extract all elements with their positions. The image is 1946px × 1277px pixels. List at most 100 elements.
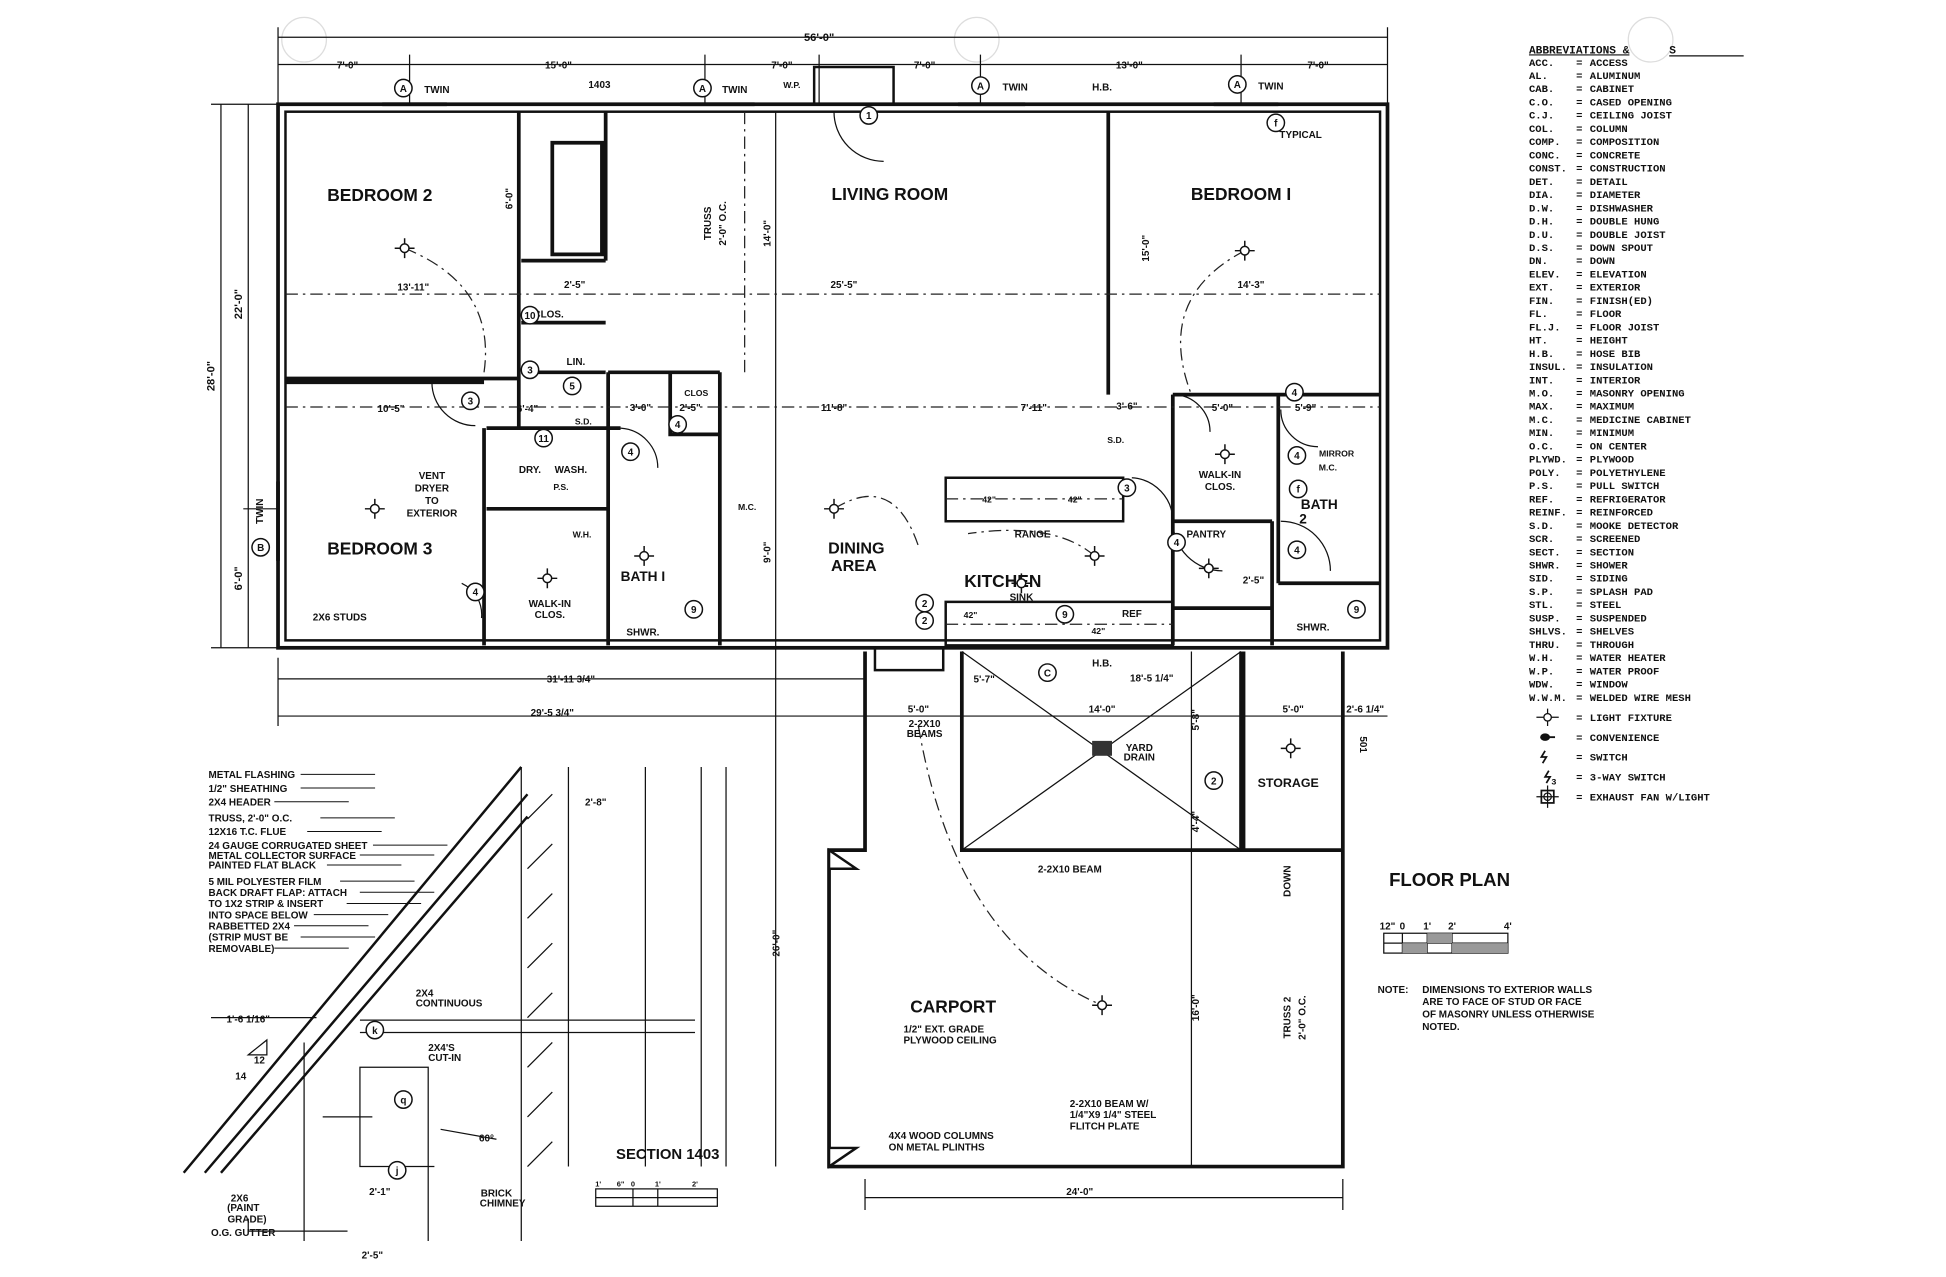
legend-item: DIA.=DIAMETER [1529,190,1641,202]
equals-sign: = [1576,402,1582,414]
equals-sign: = [1576,640,1582,652]
tag-label: 2 [1211,776,1217,787]
callout-tag: 3 [520,360,540,380]
equals-sign: = [1576,349,1582,361]
abbreviation: MAX. [1529,402,1554,414]
legend-item: HT.=HEIGHT [1529,336,1628,348]
equals-sign: = [1576,574,1582,586]
section-note: 2X4 [416,989,434,1000]
dimension: 13'-11" [397,282,429,293]
abbreviation: SHLVS. [1529,627,1567,639]
carport-outline [827,651,1345,1169]
light-fixture-icon [394,238,415,259]
abbreviation: DIA. [1529,190,1554,202]
equals-sign: = [1576,508,1582,520]
beams-label: BEAMS [907,729,943,740]
light-fixture-icon [537,568,558,589]
dimension: 16'-0" [1191,994,1202,1021]
room-label-bath-1: BATH I [621,569,665,584]
door-swings [404,111,1332,1006]
legend-item: D.W.=DISHWASHER [1529,203,1654,215]
dimension: 5'-7" [973,675,995,686]
scale-bar [1383,932,1509,954]
equals-sign: = [1576,111,1582,123]
legend-item: FL.=FLOOR [1529,309,1622,321]
vent-note: DRYER [415,483,449,494]
dimension: 56'-0" [804,32,834,44]
room-label-living-room: LIVING ROOM [832,184,949,204]
legend-item: M.O.=MASONRY OPENING [1529,389,1685,401]
equals-sign: = [1576,653,1582,665]
yard-drain-label: YARD [1126,743,1153,754]
medicine-cabinet-label: M.C. [738,502,756,512]
light-fixture-icon [1011,573,1032,594]
dimension: 1'-6 1/16" [227,1015,271,1026]
gutter-note: 2X6 [231,1193,249,1204]
callout-tag: A [393,78,413,98]
legend-item: S.D.=MOOKE DETECTOR [1529,521,1679,533]
abbreviation-meaning: PLYWOOD [1590,455,1634,467]
floor-plan-title: FLOOR PLAN [1389,869,1510,890]
scale-tick: 0 [631,1179,635,1188]
dimension: 5'-9" [1295,403,1317,414]
note-text: NOTED. [1422,1022,1460,1033]
section-note: METAL FLASHING [209,770,296,781]
counter-height: 42" [982,495,996,505]
callout-tag: B [251,537,271,557]
switch-icon [1539,750,1548,764]
abbreviation: C.J. [1529,111,1554,123]
dimension: 2'-1" [369,1187,391,1198]
section-reference: 1403 [588,80,611,91]
section-note: 2X4'S [428,1043,455,1054]
note-label: NOTE: [1378,985,1409,996]
scale-tick: 2' [1448,922,1456,933]
equals-sign: = [1576,375,1582,387]
abbreviation-meaning: WATER PROOF [1590,666,1660,678]
abbreviation-meaning: ELEVATION [1590,269,1647,281]
abbreviation-meaning: FINISH(ED) [1590,296,1653,308]
angle-label: 60° [479,1134,494,1145]
tag-label: C [1044,668,1051,679]
abbreviation: COMP. [1529,137,1561,149]
section-note: 12X16 T.C. FLUE [209,827,287,838]
counter-height: 42" [1091,626,1105,636]
legend-item: SHLVS.=SHELVES [1529,627,1634,639]
symbol-label: CONVENIENCE [1590,733,1660,745]
scale-tick: 12" [1380,922,1396,933]
tag-label: f [1274,119,1278,130]
abbreviation: INT. [1529,375,1554,387]
abbreviation: D.H. [1529,217,1554,229]
room-label-pantry: PANTRY [1186,529,1226,540]
equals-sign: = [1576,680,1582,692]
dimension: 28'-0" [206,361,218,391]
typical-label: TYPICAL [1279,130,1321,141]
abbreviation-meaning: HEIGHT [1590,336,1628,348]
abbreviation: D.S. [1529,243,1554,255]
symbol-label: SWITCH [1590,753,1628,765]
dimension: 14'-3" [1238,280,1265,291]
studs-label: 2X6 STUDS [313,613,367,624]
callout-tag: f [1288,479,1308,499]
reference-label: 501 [1357,736,1368,753]
abbreviation: M.C. [1529,415,1554,427]
window-twin-label: TWIN [1258,81,1283,92]
section-note: BACK DRAFT FLAP: ATTACH [209,888,347,899]
abbreviation-meaning: ALUMINUM [1590,71,1641,83]
truss-label: 2'-0" O.C. [1298,995,1309,1040]
legend-item: ELEV.=ELEVATION [1529,269,1647,281]
abbreviation-meaning: DETAIL [1590,177,1628,189]
dimension: 5'-0" [1212,403,1234,414]
legend-item: ACC.=ACCESS [1529,58,1628,70]
abbreviation-meaning: INSULATION [1590,362,1653,374]
callout-tag: A [693,78,712,98]
abbreviation-meaning: DOUBLE JOIST [1590,230,1666,242]
abbreviation-meaning: FLOOR [1590,309,1622,321]
callout-tag: f [1266,113,1286,133]
callout-tag: 2 [1204,771,1224,791]
abbreviation-meaning: REINFORCED [1590,508,1653,520]
section-note: CONTINUOUS [416,998,483,1009]
equals-sign: = [1576,58,1582,70]
dimension: 11'-8" [821,403,848,414]
exhaust-fan-icon [1536,785,1559,808]
tag-label: 4 [473,588,479,599]
